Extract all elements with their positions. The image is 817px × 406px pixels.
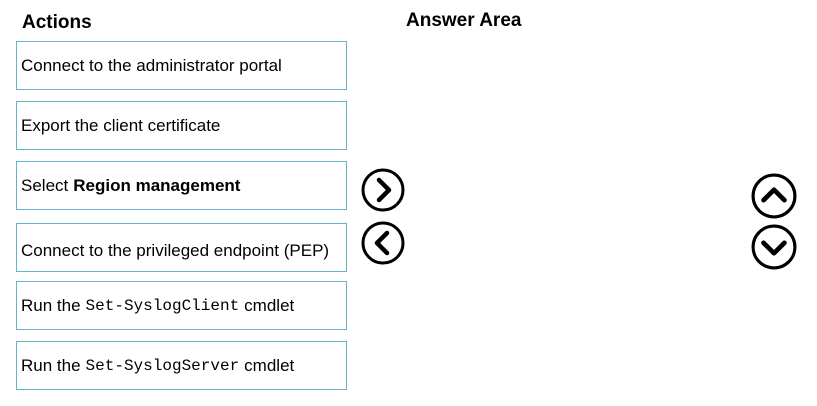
actions-heading: Actions xyxy=(22,12,92,33)
move-down-button[interactable] xyxy=(751,224,797,270)
chevron-right-icon xyxy=(361,168,405,212)
action-label: Connect to the privileged endpoint (PEP) xyxy=(21,240,330,260)
action-label: Export the client certificate xyxy=(21,115,221,135)
chevron-left-icon xyxy=(361,221,405,265)
action-label-suffix: cmdlet xyxy=(244,295,295,315)
answer-area-heading: Answer Area xyxy=(406,10,522,31)
move-right-button[interactable] xyxy=(361,168,405,212)
action-label-prefix: Run the xyxy=(21,355,81,375)
action-label-prefix: Run the xyxy=(21,295,81,315)
chevron-down-icon xyxy=(751,224,797,270)
action-label-bold: Region management xyxy=(73,175,241,195)
action-label-prefix: Select xyxy=(21,175,69,195)
action-connect-pep[interactable]: Connect to the privileged endpoint (PEP) xyxy=(16,223,347,272)
action-cmdlet-name: Set-SyslogServer xyxy=(85,356,240,375)
move-up-button[interactable] xyxy=(751,173,797,219)
action-cmdlet-name: Set-SyslogClient xyxy=(85,296,240,315)
move-left-button[interactable] xyxy=(361,221,405,265)
action-connect-admin-portal[interactable]: Connect to the administrator portal xyxy=(16,41,347,90)
action-export-client-certificate[interactable]: Export the client certificate xyxy=(16,101,347,150)
action-label: Connect to the administrator portal xyxy=(21,55,282,75)
chevron-up-icon xyxy=(751,173,797,219)
action-label-suffix: cmdlet xyxy=(244,355,295,375)
